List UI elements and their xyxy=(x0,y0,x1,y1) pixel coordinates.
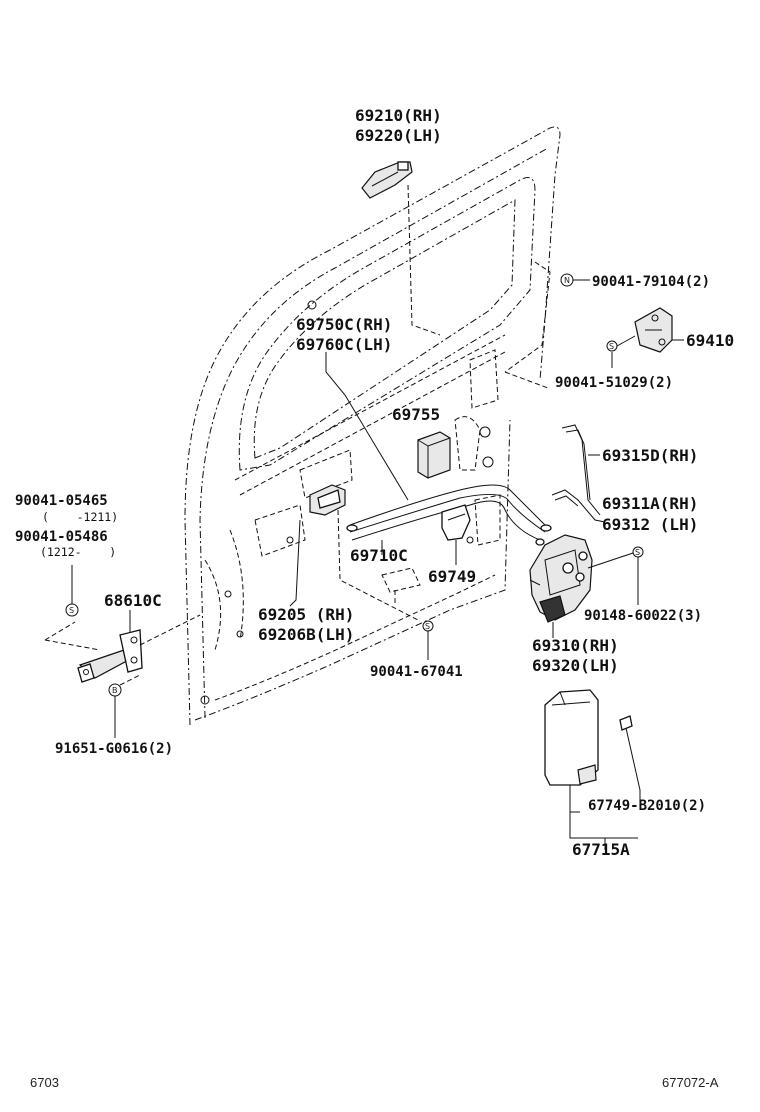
checker-dash-c xyxy=(139,614,201,646)
clip-69755 xyxy=(417,431,451,479)
label-90041-05465: 90041-05465 xyxy=(15,493,108,509)
door-striker xyxy=(634,307,673,353)
label-69312: 69312 (LH) xyxy=(602,515,698,534)
label-69410: 69410 xyxy=(686,331,734,350)
checker-dash-d xyxy=(119,674,141,686)
s-symbol-checker-text: S xyxy=(69,606,74,615)
label-05465-range: ( -1211) xyxy=(42,510,118,524)
label-90041-67041: 90041-67041 xyxy=(370,664,463,680)
label-69220: 69220(LH) xyxy=(355,126,442,145)
label-91651-g0616: 91651-G0616(2) xyxy=(55,741,173,757)
n-symbol-text: N xyxy=(564,276,570,285)
s-symbol-lock-text: S xyxy=(635,548,640,557)
label-69749: 69749 xyxy=(428,567,476,586)
label-05486-range: (1212- ) xyxy=(40,545,116,559)
label-69206b: 69206B(LH) xyxy=(258,625,354,644)
handle-leader xyxy=(407,184,441,336)
checker-dash-b xyxy=(44,621,76,641)
clip-69749 xyxy=(441,504,471,541)
cover-bracket-a xyxy=(569,785,638,839)
label-69760c: 69760C(LH) xyxy=(296,335,392,354)
label-69310: 69310(RH) xyxy=(532,636,619,655)
n-bolt-dashline xyxy=(504,261,551,373)
label-90041-05486: 90041-05486 xyxy=(15,529,108,545)
clip-b2010 xyxy=(619,715,633,731)
footer-right-code: 677072-A xyxy=(662,1075,719,1090)
striker-screw-leader xyxy=(616,335,636,347)
label-69315d: 69315D(RH) xyxy=(602,446,698,465)
label-67749-b2010: 67749-B2010(2) xyxy=(588,798,706,814)
b-symbol-text: B xyxy=(112,686,118,695)
label-69210: 69210(RH) xyxy=(355,106,442,125)
door-lock-assembly xyxy=(529,534,593,623)
label-69755: 69755 xyxy=(392,405,440,424)
bracket-67041 xyxy=(381,567,421,605)
checker-dash-a xyxy=(44,639,101,651)
footer-left-code: 6703 xyxy=(30,1075,59,1090)
clip-b2010-leader xyxy=(625,727,641,802)
door-panel xyxy=(184,126,561,726)
lock-screw-leader xyxy=(587,552,634,569)
label-90041-79104: 90041-79104(2) xyxy=(592,274,710,290)
label-68610c: 68610C xyxy=(104,591,162,610)
label-69750c: 69750C(RH) xyxy=(296,315,392,334)
outer-door-handle xyxy=(361,161,413,199)
label-90148-60022: 90148-60022(3) xyxy=(584,608,702,624)
door-checker xyxy=(77,629,143,683)
cable-leader xyxy=(325,352,409,501)
bracket-dashline xyxy=(504,371,549,389)
lock-cover xyxy=(544,689,599,786)
s-symbol-text: S xyxy=(609,342,614,351)
label-69320: 69320(LH) xyxy=(532,656,619,675)
inner-door-handle xyxy=(309,484,346,516)
label-69311a: 69311A(RH) xyxy=(602,494,698,513)
s-symbol-67041-text: S xyxy=(425,622,430,631)
inner-handle-dashline xyxy=(337,509,419,621)
label-69710c: 69710C xyxy=(350,546,408,565)
lock-cable-69710c xyxy=(346,484,552,546)
label-90041-51029: 90041-51029(2) xyxy=(555,375,673,391)
label-67715a: 67715A xyxy=(572,840,630,859)
lock-rods xyxy=(551,424,606,523)
label-69205: 69205 (RH) xyxy=(258,605,354,624)
inner-handle-leader xyxy=(289,519,301,607)
